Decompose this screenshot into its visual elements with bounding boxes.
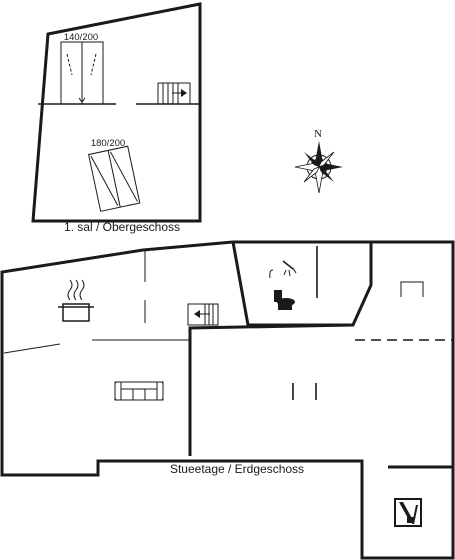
sofa-icon [114,381,164,401]
compass-north-label: N [314,128,322,140]
upper-floor-label: 1. sal / Obergeschoss [64,220,180,234]
bed-size-label-bottom: 180/200 [91,138,125,149]
bathroom-walls [231,241,373,327]
ground-floor-outline [0,240,455,560]
staircase-icon [157,82,191,105]
living-interior-wall [188,323,354,456]
fireplace-icon [400,281,424,297]
staircase-icon [187,303,219,326]
living-partition-left [3,343,61,354]
double-bed-icon [60,41,104,105]
ground-floor [0,240,455,560]
kitchen-pot-icon [58,279,94,322]
upper-floor: 140/200 180/200 [31,2,202,223]
shower-toilet-icon [269,260,297,310]
ground-floor-label: Stueetage / Erdgeschoss [170,462,304,476]
bed-size-label-top: 140/200 [64,32,98,43]
washing-machine-icon [394,498,422,527]
twin-beds-icon [88,145,141,212]
compass-rose-icon [294,141,343,194]
upper-floor-outline [31,2,202,223]
